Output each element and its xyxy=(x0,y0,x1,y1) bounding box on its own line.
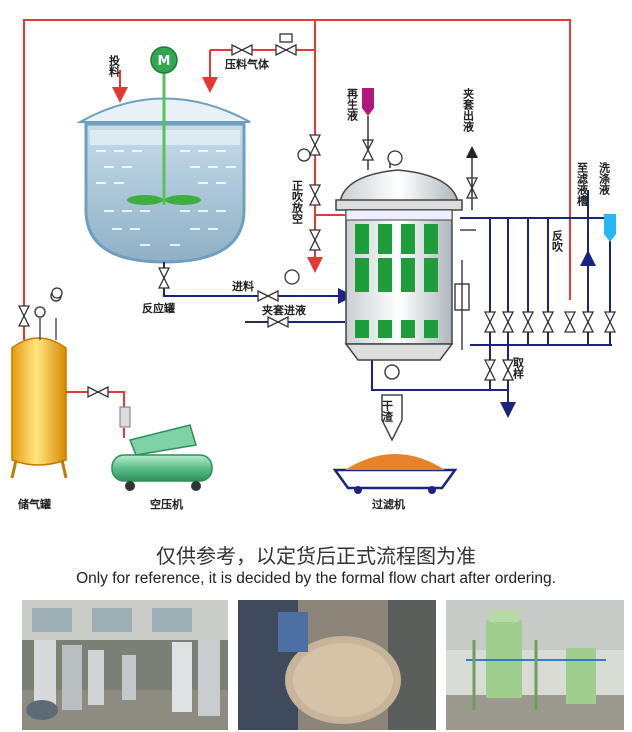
slag-cart xyxy=(332,454,458,494)
motor: M xyxy=(150,46,178,74)
factory-photo xyxy=(22,600,228,730)
gas-tank-label: 储气罐 xyxy=(18,497,51,511)
caption-chinese: 仅供参考，以定货后正式流程图为准 xyxy=(156,544,476,568)
dry-slag-label: 干渣 xyxy=(381,400,394,423)
regen-label: 再生液 xyxy=(346,88,359,122)
jacket-out-label: 夹套出液 xyxy=(462,87,475,133)
wash-label: 洗涤液 xyxy=(598,161,611,196)
regen-inlet xyxy=(362,88,374,148)
inlet-label: 进料 xyxy=(232,279,254,293)
motor-label: M xyxy=(158,54,171,69)
compressor-label: 空压机 xyxy=(150,497,183,511)
filter-cake-photo xyxy=(238,600,436,730)
forward-blow-label: 正吹放空 xyxy=(291,180,305,224)
wash-inlet xyxy=(604,214,616,242)
process-flow-diagram: M xyxy=(10,19,617,511)
sampling-label: 取样 xyxy=(512,357,525,380)
gas-storage-tank xyxy=(10,290,68,479)
to-tank-label: 至滤液槽 xyxy=(576,162,589,207)
reverse-blow-label: 反吹 xyxy=(551,229,564,253)
caption-english: Only for reference, it is decided by the… xyxy=(76,570,556,587)
press-gas-label: 压料气体 xyxy=(225,57,270,71)
air-compressor xyxy=(111,406,213,491)
filter-vessel xyxy=(335,148,476,442)
feed-label: 投料 xyxy=(108,54,121,78)
pressure-gauges xyxy=(51,148,403,299)
equipment-photo xyxy=(446,600,624,730)
filter-label: 过滤机 xyxy=(372,497,405,511)
jacket-in-label: 夹套进液 xyxy=(262,303,307,317)
reactor-label: 反应罐 xyxy=(142,301,175,315)
reactor-vessel xyxy=(76,72,251,296)
